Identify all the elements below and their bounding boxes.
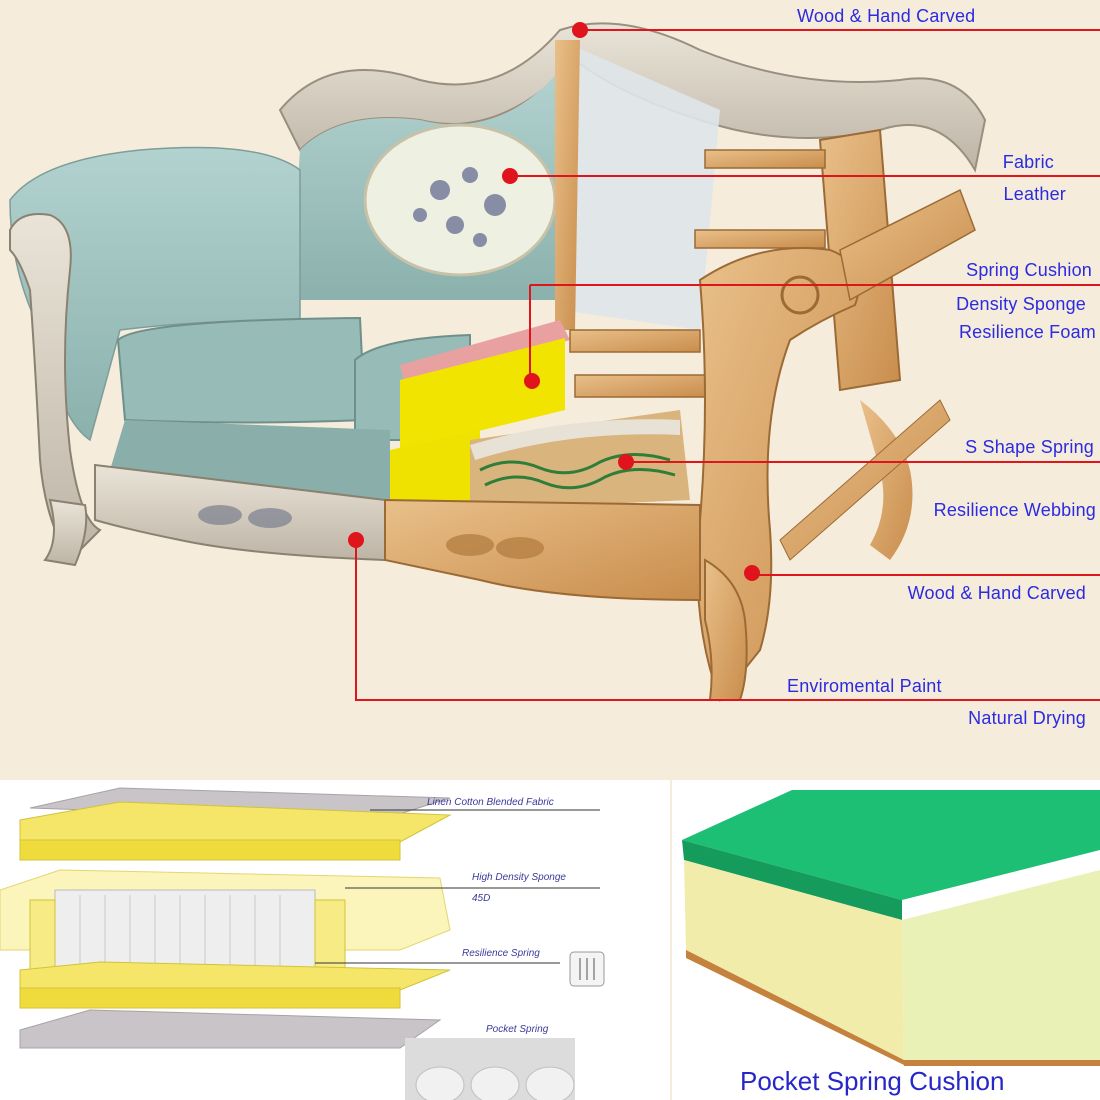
- cushion-green-top: [682, 790, 1100, 900]
- label-density-sponge: Density Sponge: [956, 294, 1086, 314]
- top-sponge-layer: [19, 801, 452, 843]
- spring-coils: [79, 895, 281, 968]
- apron-leaf-carving: [198, 505, 292, 528]
- bottom-fabric-layer: [19, 1009, 442, 1049]
- sofa-illustration: [9, 22, 987, 702]
- diagonal-brace: [779, 399, 951, 561]
- label-leather: Leather: [1003, 184, 1066, 204]
- back-top-rail: [278, 22, 987, 173]
- cutaway-yellow-foam-top: [400, 338, 565, 450]
- label-s-shape-spring: S Shape Spring: [965, 437, 1094, 457]
- label-spring-cushion: Spring Cushion: [966, 260, 1092, 280]
- apron-leaf-carving-wood: [446, 534, 544, 559]
- label-wood-hand-carved-leg: Wood & Hand Carved: [907, 583, 1086, 603]
- callout-dot-foam: [524, 373, 540, 389]
- pocket-spring-block: [54, 889, 316, 971]
- cushion-side-front: [902, 870, 1100, 1060]
- label-sponge-45d: 45D: [472, 893, 491, 904]
- s-shape-springs: [479, 452, 676, 490]
- cutaway-pink-fabric: [400, 320, 570, 385]
- label-pocket-spring: Pocket Spring: [486, 1024, 549, 1035]
- resilience-webbing-strap: [470, 419, 680, 460]
- rear-leg: [860, 400, 913, 560]
- arm-scroll: [780, 275, 820, 315]
- callout-dot-spring: [618, 454, 634, 470]
- callout-dot-fabric: [502, 168, 518, 184]
- right-arm-support: [839, 188, 976, 302]
- label-enviromental-paint: Enviromental Paint: [787, 676, 942, 696]
- cutaway-back-panel: [560, 40, 720, 330]
- label-linen-cotton-fabric: Linen Cotton Blended Fabric: [427, 797, 554, 808]
- callout-dot-apron: [348, 532, 364, 548]
- front-right-leg: [704, 558, 748, 701]
- cushion-side-left: [684, 860, 904, 1060]
- cutaway-yellow-foam-front: [390, 430, 480, 510]
- label-resilience-webbing: Resilience Webbing: [933, 500, 1096, 520]
- label-high-density-sponge: High Density Sponge: [472, 872, 566, 883]
- pocket-cushion-caption: Pocket Spring Cushion: [740, 1066, 1005, 1096]
- label-fabric: Fabric: [1002, 152, 1054, 172]
- callout-dot-top-rail: [572, 22, 588, 38]
- label-resilience-foam: Resilience Foam: [958, 322, 1096, 342]
- seat-front-skirt: [110, 420, 390, 500]
- pocket-cushion-illustration: [682, 790, 1100, 1066]
- leader-lines: [355, 29, 1100, 701]
- bottom-sponge-layer: [19, 961, 451, 991]
- front-left-leg: [43, 498, 88, 567]
- label-wood-hand-carved-top: Wood & Hand Carved: [797, 6, 976, 26]
- back-slats: [569, 149, 826, 398]
- floral-motif: [413, 167, 506, 247]
- label-resilience-spring: Resilience Spring: [462, 948, 540, 959]
- callout-dot-leg: [744, 565, 760, 581]
- label-natural-drying: Natural Drying: [968, 708, 1086, 728]
- left-arm-carving: [9, 213, 102, 562]
- cutaway-back-frame: [555, 40, 580, 330]
- cushion-layers-illustration: [0, 787, 605, 1100]
